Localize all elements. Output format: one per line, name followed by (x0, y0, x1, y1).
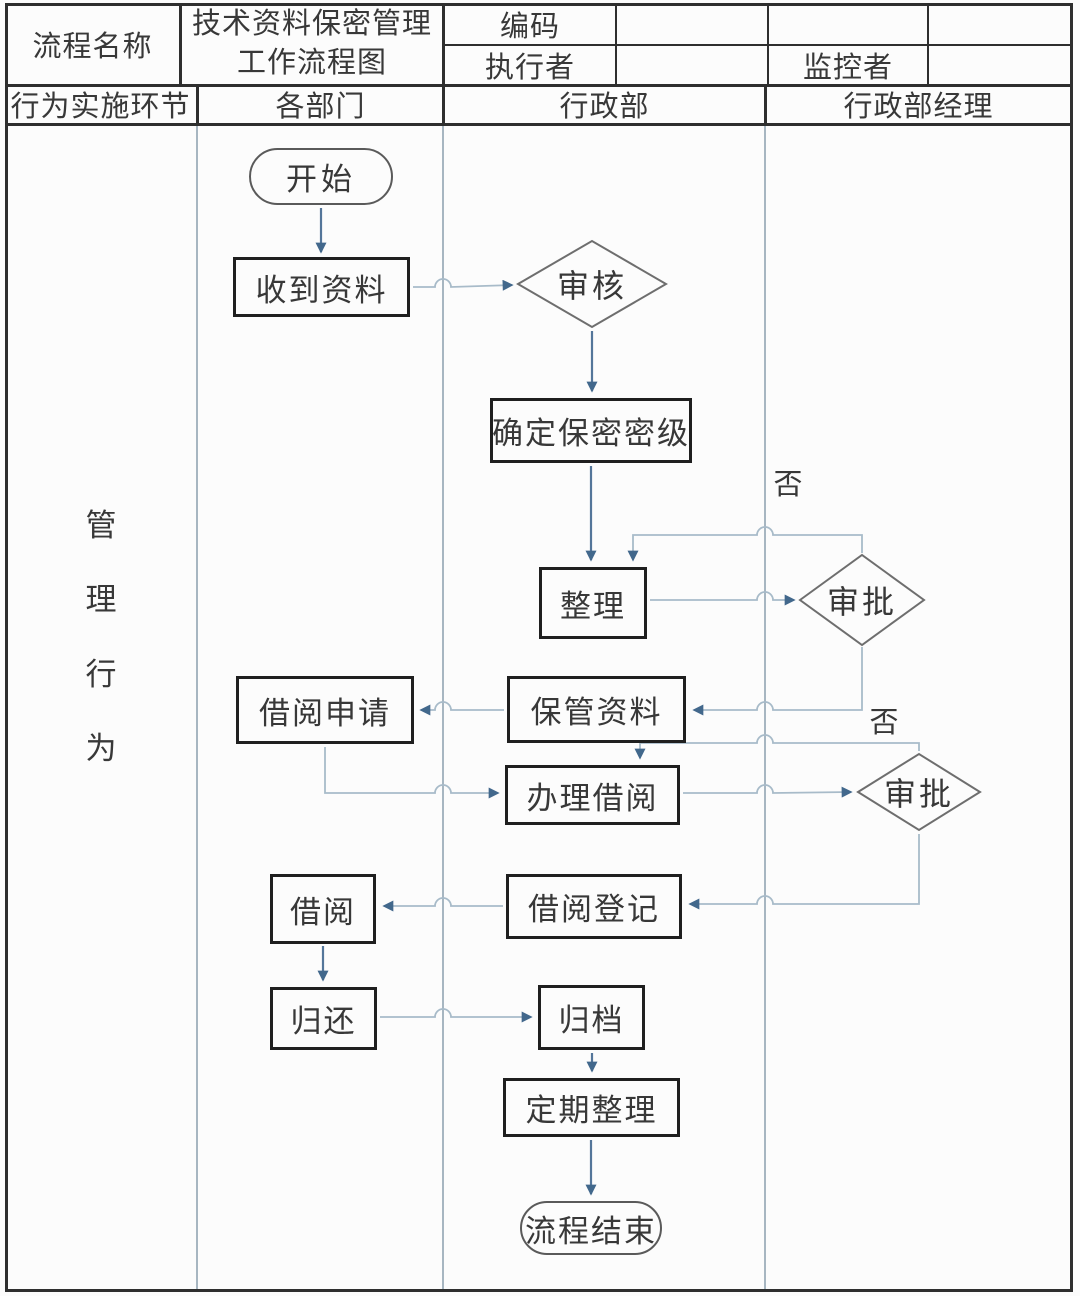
edge-approve1-store (692, 647, 863, 716)
decision-review-label: 审核 (556, 268, 627, 304)
node-start: 开始 (249, 148, 393, 205)
edge-approve2-borrowregister (688, 834, 920, 910)
edge-approve1-reject (627, 526, 863, 562)
node-borrow-request: 借阅申请 (236, 676, 414, 744)
process-name-label: 流程名称 (32, 31, 153, 63)
header-row-divider (443, 44, 1073, 46)
decision-approve2-shape (856, 752, 982, 832)
decision-approve1-label: 审批 (826, 584, 897, 620)
table-border-bottom (5, 1289, 1073, 1292)
monitor-label: 监控者 (802, 52, 893, 84)
edge-organize-approve1 (650, 591, 796, 606)
column-header-divider-1 (196, 85, 199, 124)
stage-label-management-behavior: 管 理 行 为 (5, 500, 197, 768)
reject-label-1: 否 (773, 469, 803, 501)
lane-divider-2 (442, 125, 444, 1291)
decision-approve1-shape (798, 553, 926, 647)
node-end: 流程结束 (520, 1201, 662, 1255)
reject-label-2: 否 (869, 707, 899, 739)
edge-return-archive (380, 1008, 533, 1023)
node-borrow-register: 借阅登记 (506, 874, 682, 939)
header-divider-1 (179, 3, 182, 85)
edge-borrowrequest-handleborrow (324, 747, 500, 799)
column-header-divider-3 (764, 85, 767, 124)
node-store-materials: 保管资料 (507, 676, 686, 743)
edge-receive-review (413, 278, 514, 291)
edge-approve2-reject (634, 734, 920, 760)
header-divider-4 (767, 3, 769, 85)
stage-label-char-3: 行 (85, 656, 117, 692)
header-divider-3 (615, 3, 617, 85)
node-handle-borrow: 办理借阅 (505, 765, 680, 825)
table-border-right (1070, 3, 1073, 1292)
column-header-admin-dept: 行政部 (559, 91, 650, 123)
code-label: 编码 (499, 10, 560, 43)
stage-label-char-2: 理 (85, 582, 117, 618)
executor-label: 执行者 (484, 52, 575, 84)
decision-approve2-label: 审批 (883, 776, 954, 812)
column-header-bottom-line (5, 123, 1073, 126)
lane-divider-3 (764, 125, 766, 1291)
edge-handleborrow-approve2 (683, 784, 853, 798)
column-header-departments: 各部门 (275, 91, 366, 123)
process-title: 技术资料保密管理 工作流程图 (182, 3, 442, 85)
edge-borrowregister-borrow (382, 897, 503, 912)
edge-store-borrowrequest (419, 701, 504, 716)
node-organize: 整理 (539, 567, 647, 639)
process-title-line1: 技术资料保密管理 (191, 8, 432, 40)
node-borrow: 借阅 (270, 874, 376, 944)
stage-label-char-1: 管 (85, 508, 117, 543)
process-title-line2: 工作流程图 (236, 47, 387, 79)
node-receive-materials: 收到资料 (233, 257, 410, 317)
node-archive: 归档 (538, 985, 645, 1050)
table-border-left (5, 3, 8, 1292)
node-return: 归还 (270, 987, 377, 1050)
lane-divider-1 (196, 125, 198, 1291)
table-border-top (5, 3, 1073, 6)
stage-label-char-4: 为 (85, 730, 117, 766)
node-determine-classification: 确定保密密级 (490, 398, 692, 463)
decision-review-shape (516, 239, 668, 329)
header-divider-2 (442, 3, 445, 125)
header-divider-5 (927, 3, 929, 85)
column-header-stage: 行为实施环节 (10, 91, 191, 123)
node-periodic-organize: 定期整理 (503, 1078, 680, 1137)
header-bottom-line (5, 84, 1073, 87)
column-header-admin-manager: 行政部经理 (843, 91, 994, 123)
